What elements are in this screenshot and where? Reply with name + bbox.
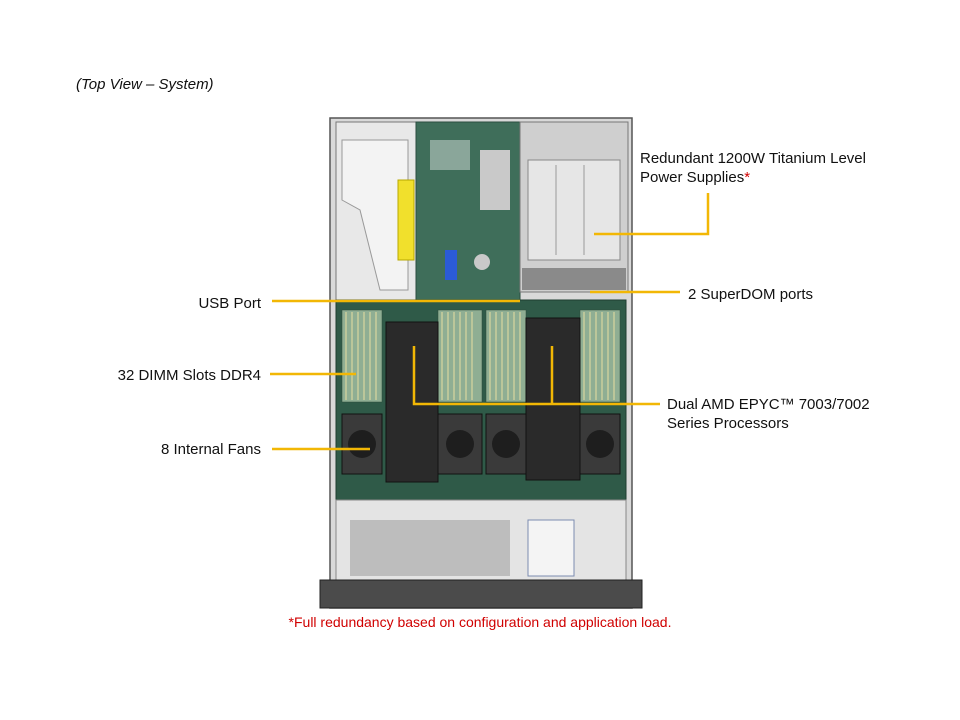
front-bezel [319,579,643,609]
psu-label-line1: Redundant 1200W Titanium Level [640,150,866,167]
fans-callout-label: 8 Internal Fans [160,441,261,458]
cpu-callout-line [412,346,660,406]
psu-footnote-marker: * [744,169,751,186]
view-title: (Top View – System) [76,76,214,93]
cpu-callout-label: Dual AMD EPYC™ 7003/7002 Series Processo… [667,395,870,433]
psu-label-line2: Power Supplies* [640,169,751,186]
service-label [527,519,575,577]
cpu-label-line1: Dual AMD EPYC™ 7003/7002 [667,396,870,413]
psu-callout-label: Redundant 1200W Titanium Level Power Sup… [640,149,866,187]
callout-lines [270,193,710,451]
riser-label [397,179,415,261]
dimm-callout-label: 32 DIMM Slots DDR4 [117,367,261,384]
psu-callout-line [594,193,710,236]
cpu-label-line2: Series Processors [667,415,789,432]
fans [341,413,621,475]
redundancy-footnote: *Full redundancy based on configuration … [288,614,672,630]
usb-callout-label: USB Port [198,295,261,312]
superdom-callout-label: 2 SuperDOM ports [688,286,814,303]
cpu-heatsink-1 [385,321,439,483]
